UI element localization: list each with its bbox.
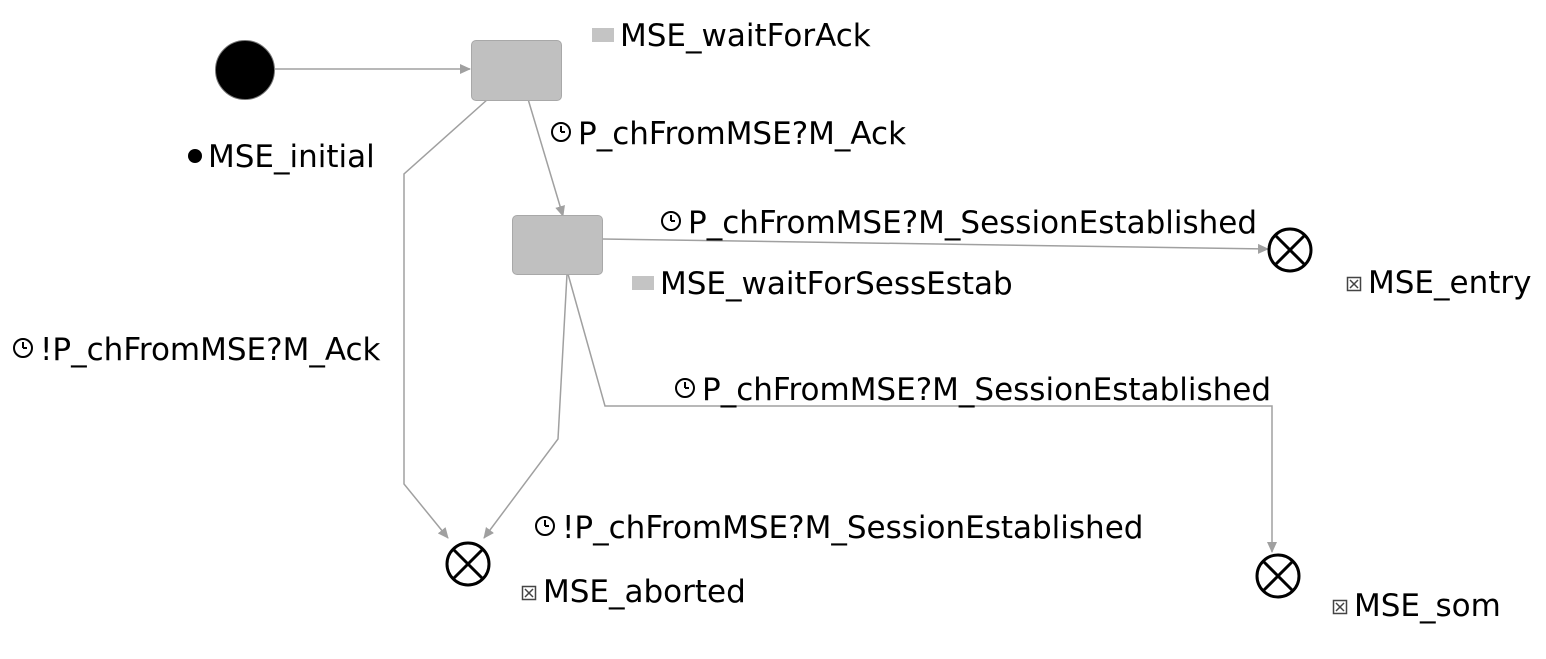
label-entry: MSE_entry (1346, 266, 1531, 302)
edge-waitforack-to-waitforsessestab (527, 98, 565, 217)
transition-text-session-entry: P_chFromMSE?M_SessionEstablished (688, 205, 1258, 241)
state-rect-icon (632, 275, 654, 290)
state-waitforack-node[interactable] (471, 40, 562, 101)
clock-icon (660, 205, 682, 239)
transition-text-session-som: P_chFromMSE?M_SessionEstablished (702, 372, 1272, 408)
final-node-som[interactable] (1254, 552, 1302, 600)
label-som: MSE_som (1332, 589, 1501, 625)
state-rect-icon (592, 27, 614, 42)
edge-waitforsessestab-to-aborted (483, 273, 568, 539)
transition-label-not-ack: !P_chFromMSE?M_Ack (12, 333, 381, 369)
state-name-entry: MSE_entry (1368, 265, 1532, 301)
clock-icon (674, 372, 696, 406)
label-initial: MSE_initial (188, 140, 375, 174)
label-waitforack: MSE_waitForAck (592, 19, 871, 53)
edge-waitforsessestab-to-entry (601, 238, 1269, 254)
transition-text-not-ack: !P_chFromMSE?M_Ack (40, 332, 381, 368)
transition-text-not-session: !P_chFromMSE?M_SessionEstablished (562, 510, 1144, 546)
transition-text-ack: P_chFromMSE?M_Ack (578, 116, 907, 152)
clock-icon (534, 510, 556, 544)
transition-label-session-som: P_chFromMSE?M_SessionEstablished (674, 373, 1271, 409)
crossed-box-icon (521, 574, 537, 608)
clock-icon (12, 332, 34, 366)
filled-dot-icon (188, 148, 202, 163)
state-name-waitforsessestab: MSE_waitForSessEstab (660, 266, 1013, 302)
state-name-aborted: MSE_aborted (543, 574, 746, 610)
crossed-box-icon (1346, 265, 1362, 299)
state-name-som: MSE_som (1354, 588, 1501, 624)
final-node-aborted[interactable] (444, 540, 492, 588)
label-aborted: MSE_aborted (521, 575, 746, 611)
clock-icon (550, 116, 572, 150)
label-waitforsessestab: MSE_waitForSessEstab (632, 267, 1013, 301)
initial-node[interactable] (215, 40, 275, 100)
transition-label-ack: P_chFromMSE?M_Ack (550, 117, 906, 153)
state-name-waitforack: MSE_waitForAck (620, 18, 871, 54)
state-name-initial: MSE_initial (208, 139, 375, 175)
edge-waitforack-to-aborted (403, 98, 489, 539)
crossed-box-icon (1332, 588, 1348, 622)
state-waitforsessestab-node[interactable] (512, 215, 603, 275)
transition-label-not-session: !P_chFromMSE?M_SessionEstablished (534, 511, 1143, 547)
final-node-entry[interactable] (1266, 226, 1314, 274)
transition-label-session-entry: P_chFromMSE?M_SessionEstablished (660, 206, 1257, 242)
edge-waitforsessestab-to-som (567, 273, 1277, 553)
